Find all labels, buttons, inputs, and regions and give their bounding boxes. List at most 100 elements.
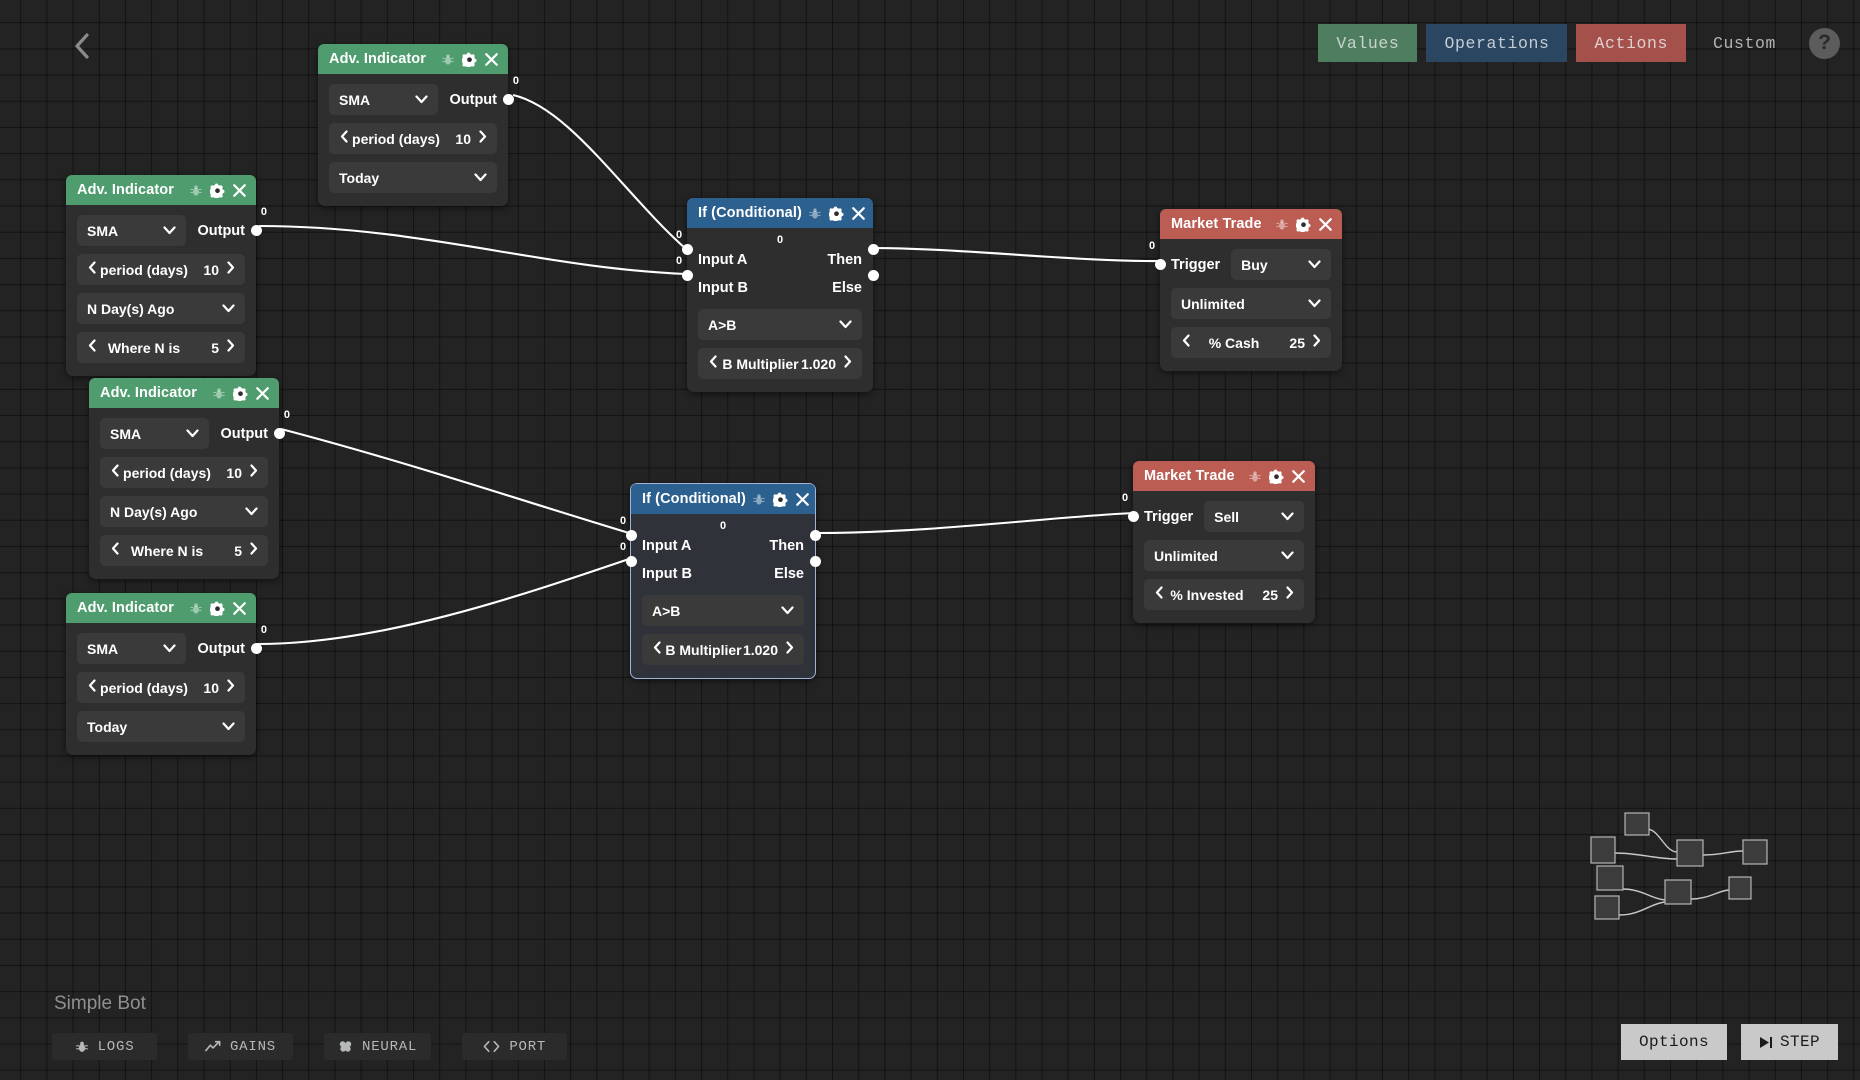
indicator-type-select[interactable]: SMA — [77, 633, 187, 664]
trigger-type-select[interactable]: Sell — [1204, 501, 1304, 532]
indicator-type-select[interactable]: SMA — [329, 84, 439, 115]
bug-icon[interactable] — [189, 601, 203, 616]
time-mode-select[interactable]: Today — [329, 162, 497, 193]
output-port[interactable] — [273, 427, 285, 439]
menu-item-operations[interactable]: Operations — [1426, 24, 1568, 62]
time-mode-select[interactable]: Today — [77, 711, 245, 742]
step-button[interactable]: STEP — [1740, 1024, 1838, 1060]
input-a-port[interactable] — [625, 529, 637, 541]
close-icon[interactable] — [795, 492, 810, 507]
else-port[interactable] — [867, 269, 879, 281]
comparison-select[interactable]: A>B — [698, 309, 862, 340]
where-n-stepper-increment[interactable] — [246, 542, 260, 559]
percent-stepper-decrement[interactable] — [1152, 586, 1166, 603]
input-b-port[interactable] — [681, 269, 693, 281]
where-n-stepper-increment[interactable] — [223, 339, 237, 356]
then-port[interactable] — [809, 529, 821, 541]
gear-icon[interactable] — [462, 52, 477, 67]
else-port[interactable] — [809, 555, 821, 567]
b-multiplier-stepper-increment[interactable] — [840, 355, 854, 372]
bug-icon[interactable] — [212, 386, 226, 401]
help-icon[interactable]: ? — [1809, 27, 1840, 59]
back-button[interactable] — [66, 26, 98, 66]
period-stepper-decrement[interactable] — [108, 464, 122, 481]
percent-stepper-decrement[interactable] — [1179, 334, 1193, 351]
node-header[interactable]: If (Conditional) — [631, 484, 815, 514]
close-icon[interactable] — [851, 206, 866, 221]
period-stepper[interactable]: period (days)10 — [77, 254, 245, 285]
neural-button[interactable]: NEURAL — [324, 1033, 432, 1060]
close-icon[interactable] — [1291, 469, 1306, 484]
amount-mode-select[interactable]: Unlimited — [1171, 288, 1331, 319]
time-mode-select[interactable]: N Day(s) Ago — [77, 293, 245, 324]
gear-icon[interactable] — [210, 601, 225, 616]
comparison-select[interactable]: A>B — [642, 595, 804, 626]
close-icon[interactable] — [232, 601, 247, 616]
period-stepper-increment[interactable] — [223, 261, 237, 278]
bug-icon[interactable] — [808, 206, 822, 221]
output-port[interactable] — [250, 642, 262, 654]
node-header[interactable]: Adv. Indicator — [66, 593, 256, 623]
options-button[interactable]: Options — [1620, 1024, 1727, 1060]
node-header[interactable]: Adv. Indicator — [318, 44, 508, 74]
gear-icon[interactable] — [772, 492, 788, 507]
b-multiplier-stepper-decrement[interactable] — [706, 355, 720, 372]
menu-item-values[interactable]: Values — [1318, 24, 1418, 62]
node-header[interactable]: Adv. Indicator — [89, 378, 279, 408]
period-stepper-decrement[interactable] — [337, 130, 351, 147]
node-header[interactable]: Market Trade — [1160, 209, 1342, 239]
gear-icon[interactable] — [1296, 217, 1311, 232]
minimap[interactable] — [1577, 807, 1797, 947]
percent-stepper-increment[interactable] — [1282, 586, 1296, 603]
trigger-port[interactable] — [1154, 258, 1166, 270]
node-header[interactable]: Market Trade — [1133, 461, 1315, 491]
bug-icon[interactable] — [1248, 469, 1262, 484]
node-header[interactable]: If (Conditional) — [687, 198, 873, 228]
gear-icon[interactable] — [1269, 469, 1284, 484]
period-stepper[interactable]: period (days)10 — [77, 672, 245, 703]
gear-icon[interactable] — [828, 206, 844, 221]
amount-mode-select[interactable]: Unlimited — [1144, 540, 1304, 571]
close-icon[interactable] — [484, 52, 499, 67]
node-header[interactable]: Adv. Indicator — [66, 175, 256, 205]
close-icon[interactable] — [255, 386, 270, 401]
where-n-stepper-decrement[interactable] — [85, 339, 99, 356]
output-port[interactable] — [250, 224, 262, 236]
percent-stepper-increment[interactable] — [1309, 334, 1323, 351]
bug-icon[interactable] — [1275, 217, 1289, 232]
bug-icon[interactable] — [752, 492, 766, 507]
period-stepper-increment[interactable] — [246, 464, 260, 481]
period-stepper-increment[interactable] — [475, 130, 489, 147]
b-multiplier-stepper-increment[interactable] — [782, 641, 796, 658]
b-multiplier-stepper-decrement[interactable] — [650, 641, 664, 658]
indicator-type-select[interactable]: SMA — [77, 215, 187, 246]
gains-button[interactable]: GAINS — [188, 1033, 293, 1060]
menu-item-actions[interactable]: Actions — [1576, 24, 1686, 62]
period-stepper-decrement[interactable] — [85, 261, 99, 278]
indicator-type-select[interactable]: SMA — [100, 418, 210, 449]
close-icon[interactable] — [1318, 217, 1333, 232]
time-mode-select[interactable]: N Day(s) Ago — [100, 496, 268, 527]
bug-icon[interactable] — [441, 52, 455, 67]
input-a-port[interactable] — [681, 243, 693, 255]
where-n-stepper-decrement[interactable] — [108, 542, 122, 559]
period-stepper[interactable]: period (days)10 — [329, 123, 497, 154]
output-port[interactable] — [502, 93, 514, 105]
menu-item-custom[interactable]: Custom — [1712, 33, 1776, 53]
then-port[interactable] — [867, 243, 879, 255]
gear-icon[interactable] — [210, 183, 225, 198]
trigger-type-select[interactable]: Buy — [1231, 249, 1331, 280]
